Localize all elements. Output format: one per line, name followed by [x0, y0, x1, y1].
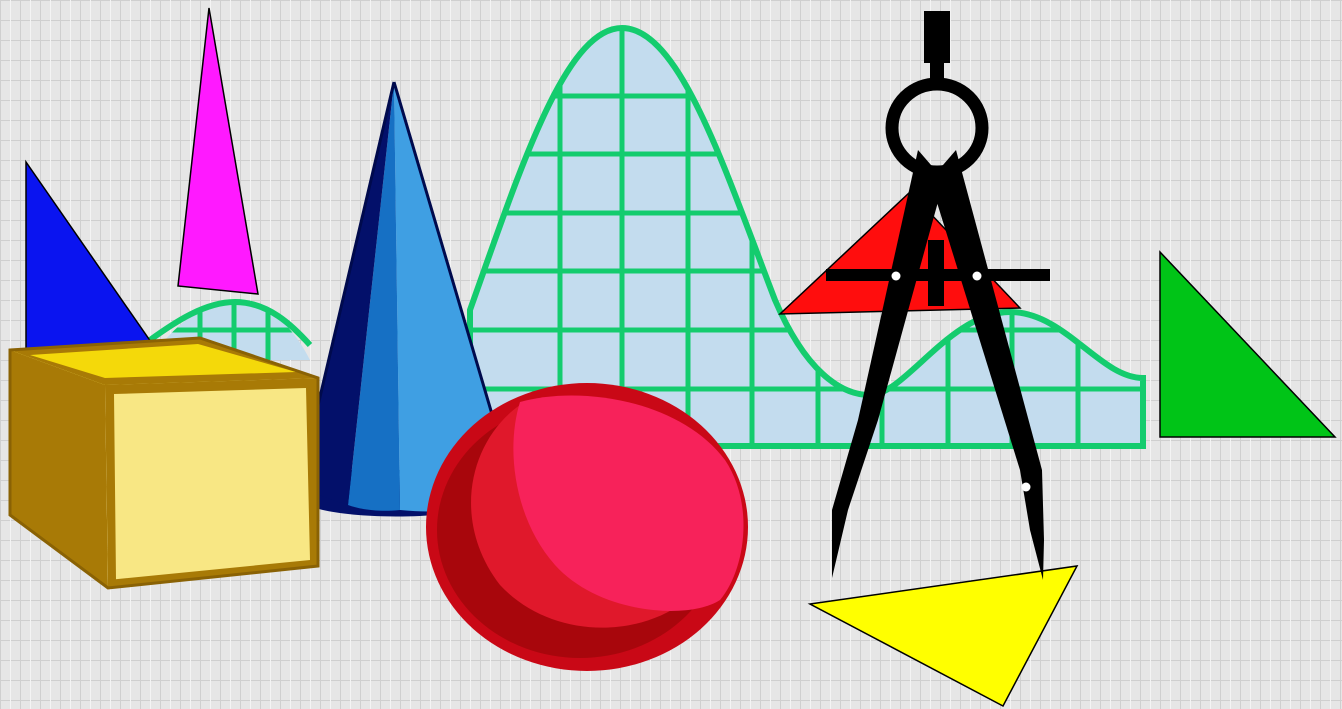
big-bell-outline	[467, 24, 1146, 449]
yellow-triangle	[807, 565, 1079, 708]
compass-right-needle	[1020, 470, 1044, 580]
cube-top-frame	[10, 338, 318, 385]
compass-screw	[928, 240, 944, 306]
sphere	[426, 383, 748, 671]
compass-pivot-right	[972, 271, 982, 281]
compass-left-needle	[832, 420, 878, 578]
cube	[8, 336, 320, 590]
small-bell-outline	[148, 298, 313, 348]
sphere-highlight-band	[471, 405, 720, 628]
cube-outline	[8, 336, 320, 590]
compass-tool	[826, 11, 1050, 580]
cube-front-face	[105, 378, 318, 588]
sphere-inner	[513, 395, 744, 611]
compass-left-leg	[858, 150, 944, 420]
green-triangle	[1159, 250, 1337, 438]
compass-pivot-left	[891, 271, 901, 281]
compass-handle	[924, 11, 950, 63]
compass-pivot-lower	[1021, 482, 1031, 492]
big-bell-fill	[470, 28, 1143, 446]
magenta-triangle	[177, 7, 259, 295]
cone-light-face	[394, 82, 512, 512]
compass-right-leg	[930, 150, 1042, 470]
cone-mid-face	[348, 82, 400, 511]
cube-side-face	[10, 350, 108, 588]
